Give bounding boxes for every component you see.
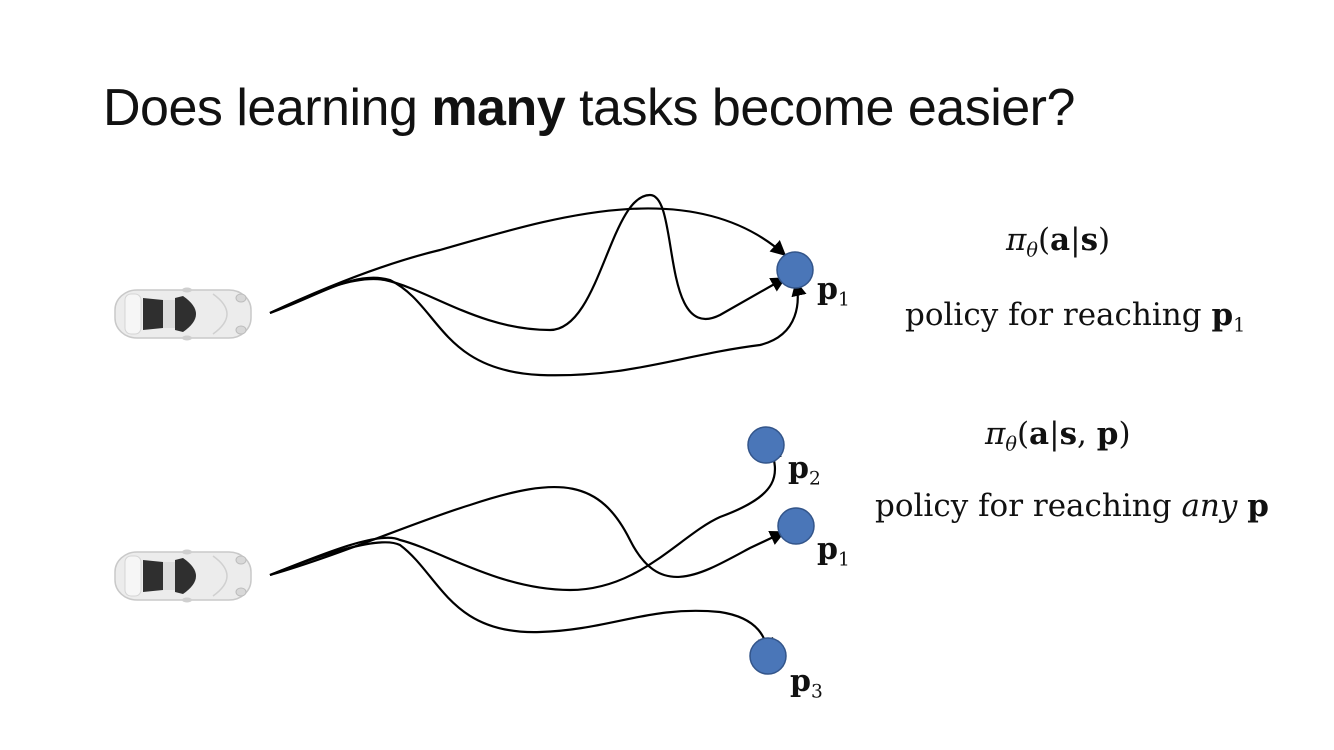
goal-label-p1: p1 xyxy=(817,532,850,571)
trajectory-path xyxy=(269,541,774,654)
car-icon xyxy=(114,286,252,342)
goal-circle-icon xyxy=(749,637,787,675)
trajectory-path xyxy=(269,485,786,578)
goal-circle-icon xyxy=(777,507,815,545)
goal-circle-icon xyxy=(776,251,814,289)
goal-label-p2: p2 xyxy=(788,451,821,490)
policy-caption: policy for reaching p1 xyxy=(905,297,1246,337)
goal-conditioned-policy-formula: πθ(a|s, p) xyxy=(985,416,1131,456)
goal-conditioned-policy-caption: policy for reaching any p xyxy=(875,488,1269,524)
title-emphasis: many xyxy=(431,79,566,137)
slide-title: Does learning many tasks become easier? xyxy=(103,78,1075,138)
title-suffix: tasks become easier? xyxy=(565,79,1075,137)
trajectory-path xyxy=(269,444,782,592)
policy-formula: πθ(a|s) xyxy=(1006,222,1111,262)
goal-label-p3: p3 xyxy=(790,664,823,703)
car-icon xyxy=(114,548,252,604)
goal-label-p1: p1 xyxy=(817,272,850,311)
trajectory-path xyxy=(269,193,787,332)
goal-circle-icon xyxy=(747,426,785,464)
trajectory-path xyxy=(269,207,787,314)
title-prefix: Does learning xyxy=(103,79,432,137)
trajectory-path xyxy=(269,276,807,377)
